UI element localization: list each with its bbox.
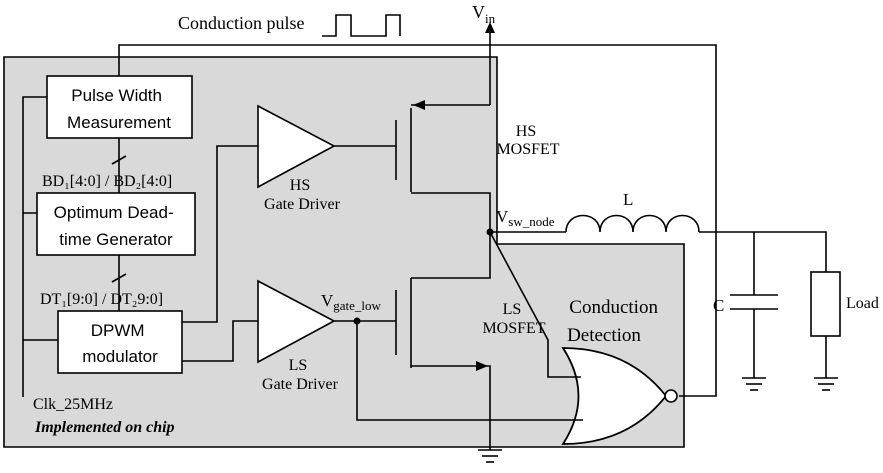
ls-mosfet-symbol bbox=[395, 235, 491, 450]
capacitor-symbol bbox=[730, 232, 778, 391]
gate-to-nor-wire bbox=[356, 322, 583, 421]
load-symbol bbox=[810, 271, 841, 391]
vsw-node-label: Vsw_node bbox=[496, 207, 555, 229]
dpwm-to-ls-wire bbox=[182, 320, 258, 362]
inductor-label: L bbox=[623, 190, 633, 209]
hs-mosfet-symbol bbox=[395, 100, 491, 235]
load-label: Load bbox=[846, 295, 879, 312]
nor-gate-symbol bbox=[561, 347, 668, 445]
sw-to-nor-wire bbox=[489, 231, 581, 378]
hs-driver-label: HS Gate Driver bbox=[264, 177, 341, 213]
inductor-symbol bbox=[490, 214, 827, 272]
ground-icon bbox=[478, 449, 502, 463]
vin-label: Vin bbox=[472, 2, 496, 26]
clock-wire bbox=[22, 96, 58, 397]
vgate-low-label: Vgate_low bbox=[321, 291, 382, 313]
ls-mosfet-label: LS MOSFET bbox=[482, 301, 545, 337]
vin-arrow-icon bbox=[485, 22, 495, 33]
clock-label: Clk_25MHz bbox=[33, 396, 113, 413]
nor-output-bubble bbox=[664, 389, 678, 403]
gate-low-dot bbox=[353, 317, 361, 325]
optimum-deadtime-label: Optimum Dead- time Generator bbox=[54, 203, 179, 249]
pulse-width-label: Pulse Width Measurement bbox=[67, 86, 171, 132]
hs-mosfet-label: HS MOSFET bbox=[496, 123, 559, 158]
dpwm-to-hs-wire bbox=[182, 145, 258, 323]
optimum-deadtime-generator-block bbox=[36, 192, 196, 256]
capacitor-label: C bbox=[713, 296, 724, 315]
pulse-waveform-icon bbox=[322, 14, 401, 37]
dt-bus-label: DT₁[9:0] / DT₂9:0] bbox=[40, 291, 163, 308]
ls-driver-label: LS Gate Driver bbox=[262, 357, 339, 393]
chip-note-label: Implemented on chip bbox=[34, 419, 175, 436]
feedback-wire bbox=[118, 44, 717, 397]
bd-bus-label: BD₁[4:0] / BD₂[4:0] bbox=[42, 173, 172, 190]
dpwm-label: DPWM modulator bbox=[82, 321, 158, 366]
conduction-pulse-label: Conduction pulse bbox=[178, 13, 305, 33]
dpwm-modulator-block bbox=[57, 310, 183, 374]
conduction-detection-label: Conduction Detection bbox=[567, 297, 663, 346]
